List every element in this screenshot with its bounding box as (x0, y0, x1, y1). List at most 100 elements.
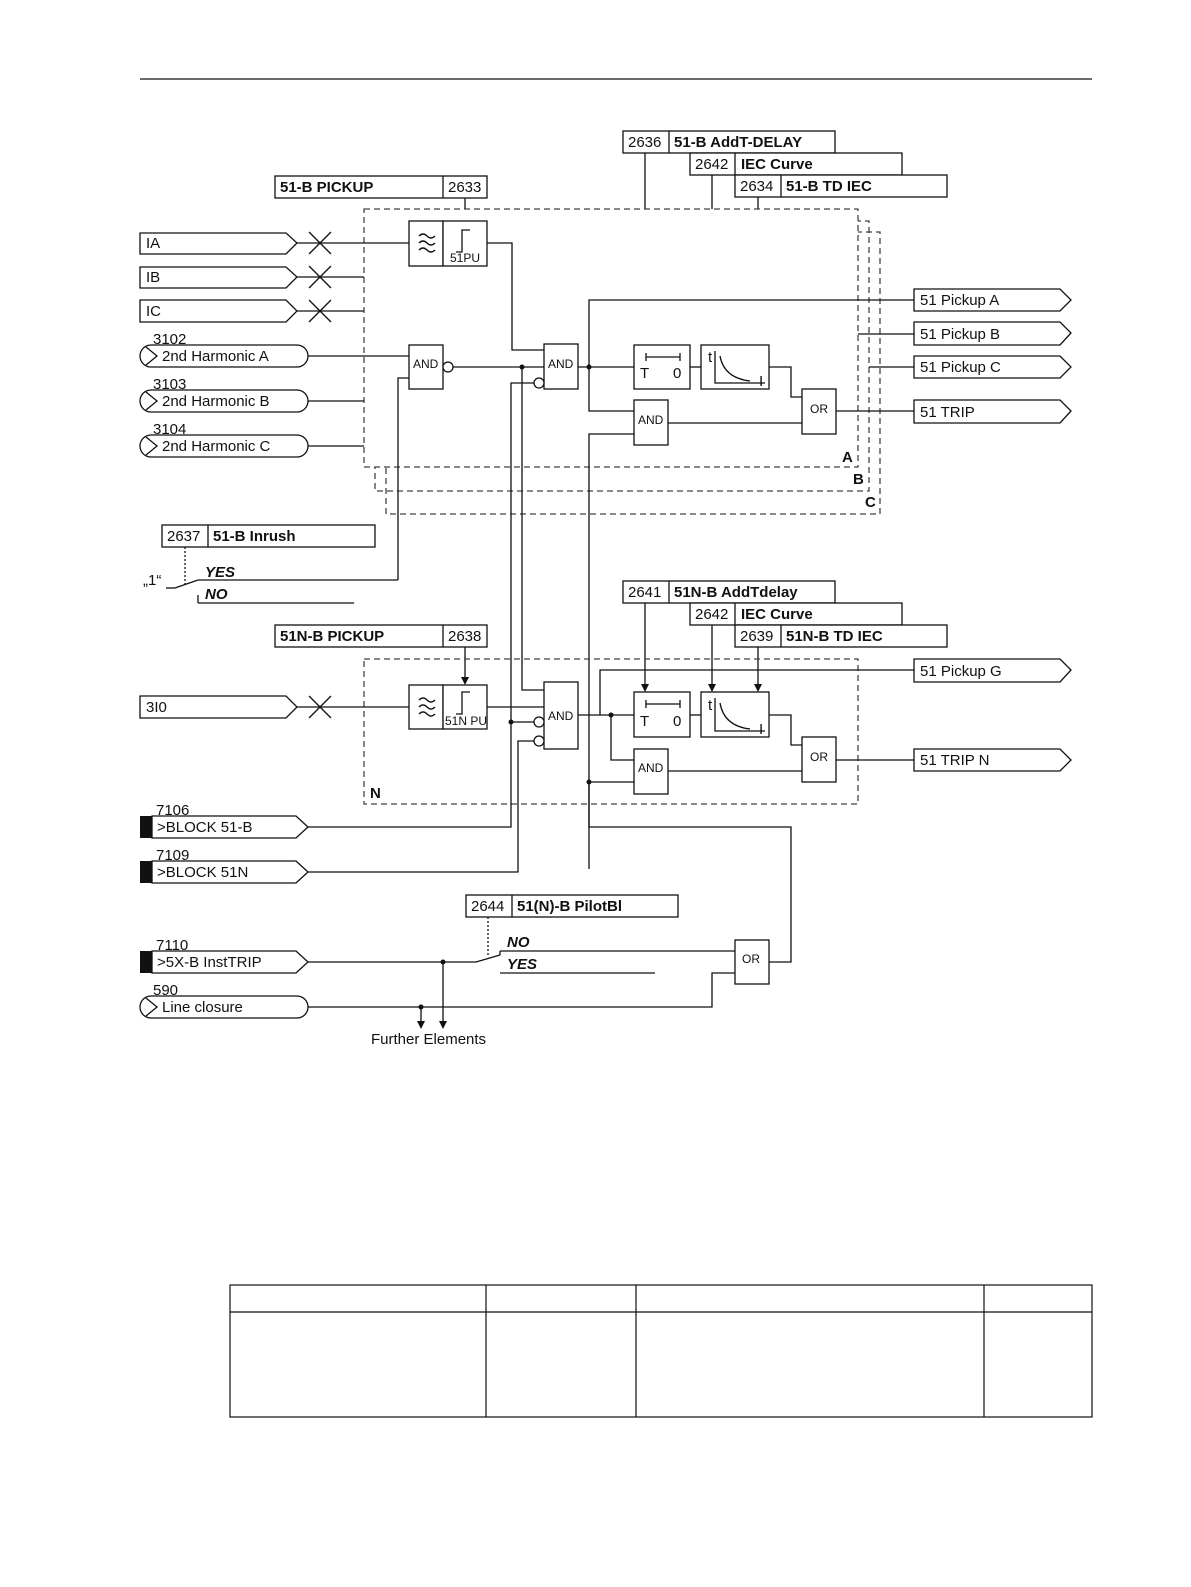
inrush-opt-yes: YES (205, 564, 235, 581)
phase-tag-b: B (853, 471, 864, 488)
svg-text:51 TRIP: 51 TRIP (920, 404, 975, 421)
svg-text:51N-B AddTdelay: 51N-B AddTdelay (674, 584, 798, 601)
svg-text:T: T (640, 365, 649, 382)
svg-text:51(N)-B PilotBl: 51(N)-B PilotBl (517, 898, 622, 915)
setting-51b-addt-delay: 2636 51-B AddT-DELAY (622, 130, 836, 154)
further-elements-label: Further Elements (371, 1031, 486, 1048)
pickup-threshold-block-n: 51N PU (442, 684, 488, 730)
frame-ground (363, 658, 859, 805)
svg-text:IEC Curve: IEC Curve (741, 156, 813, 173)
input-2nd-harmonic-a: 3102 2nd Harmonic A (139, 331, 309, 368)
output-51-pickup-a: 51 Pickup A (913, 288, 1072, 312)
svg-text:51-B Inrush: 51-B Inrush (213, 528, 296, 545)
svg-text:2641: 2641 (628, 584, 661, 601)
svg-text:51 Pickup B: 51 Pickup B (920, 326, 1000, 343)
svg-text:>BLOCK 51-B: >BLOCK 51-B (157, 819, 252, 836)
svg-text:AND: AND (638, 761, 664, 775)
and-gate-main-n: AND (533, 681, 579, 750)
svg-text:AND: AND (413, 357, 439, 371)
svg-text:51 Pickup A: 51 Pickup A (920, 292, 999, 309)
and-gate-inst-n: AND (633, 748, 669, 795)
setting-51n-b-td-iec: 2639 51N-B TD IEC (734, 624, 948, 648)
svg-text:2nd Harmonic B: 2nd Harmonic B (162, 393, 270, 410)
svg-text:51N PU: 51N PU (445, 714, 487, 728)
filter-block-n (408, 684, 444, 730)
input-ic: IC (139, 299, 298, 323)
setting-iec-curve: 2642 IEC Curve (689, 152, 903, 176)
svg-text:OR: OR (810, 402, 828, 416)
inverse-curve-block: t I (700, 344, 770, 390)
svg-text:0: 0 (673, 713, 681, 730)
svg-text:7109: 7109 (156, 847, 189, 864)
setting-51n-b-addtdelay: 2641 51N-B AddTdelay (622, 580, 836, 604)
setting-51b-pickup: 51-B PICKUP 2633 (274, 175, 488, 199)
timer-block-n: T 0 (633, 691, 691, 738)
svg-text:AND: AND (548, 709, 574, 723)
svg-text:2637: 2637 (167, 528, 200, 545)
setting-51b-inrush: 2637 51-B Inrush (161, 524, 376, 548)
svg-text:2nd Harmonic A: 2nd Harmonic A (162, 348, 269, 365)
pilot-opt-yes: YES (507, 956, 537, 973)
svg-text:51N-B PICKUP: 51N-B PICKUP (280, 628, 384, 645)
svg-text:51N-B TD IEC: 51N-B TD IEC (786, 628, 883, 645)
svg-text:7106: 7106 (156, 802, 189, 819)
svg-text:2644: 2644 (471, 898, 504, 915)
svg-text:AND: AND (548, 357, 574, 371)
constant-one: „1“ (143, 572, 161, 589)
svg-text:2nd Harmonic C: 2nd Harmonic C (162, 438, 271, 455)
svg-text:51 Pickup G: 51 Pickup G (920, 663, 1002, 680)
input-block-51n: 7109 >BLOCK 51N (140, 847, 309, 884)
phase-tag-n: N (370, 785, 381, 802)
input-5x-b-insttrip: 7110 >5X-B InstTRIP (140, 937, 309, 974)
and-gate-inrush: AND (408, 344, 454, 390)
svg-text:>BLOCK 51N: >BLOCK 51N (157, 864, 248, 881)
or-gate-pilot: OR (734, 939, 770, 985)
svg-text:AND: AND (638, 413, 664, 427)
input-block-51b: 7106 >BLOCK 51-B (140, 802, 309, 839)
and-gate-inst: AND (633, 399, 669, 446)
input-ia: IA (139, 232, 298, 255)
output-51-pickup-g: 51 Pickup G (913, 658, 1072, 683)
svg-text:t: t (708, 349, 713, 366)
output-51-pickup-c: 51 Pickup C (913, 355, 1072, 379)
svg-text:2642: 2642 (695, 606, 728, 623)
setting-51n-b-pilotbl: 2644 51(N)-B PilotBl (465, 894, 679, 918)
svg-text:IB: IB (146, 269, 160, 286)
svg-text:51-B AddT-DELAY: 51-B AddT-DELAY (674, 134, 802, 151)
svg-text:Line closure: Line closure (162, 999, 243, 1016)
svg-text:51-B PICKUP: 51-B PICKUP (280, 179, 373, 196)
input-3i0: 3I0 (139, 695, 298, 719)
svg-text:7110: 7110 (156, 937, 188, 954)
timer-block: T 0 (633, 344, 691, 390)
svg-text:OR: OR (810, 750, 828, 764)
svg-text:3102: 3102 (153, 331, 186, 348)
svg-text:51 TRIP N: 51 TRIP N (920, 752, 989, 769)
svg-text:0: 0 (673, 365, 681, 382)
svg-text:2638: 2638 (448, 628, 481, 645)
svg-text:2639: 2639 (740, 628, 773, 645)
output-51-trip-n: 51 TRIP N (913, 748, 1072, 772)
inrush-opt-no: NO (205, 586, 228, 603)
or-gate-trip-n: OR (801, 736, 837, 783)
pilot-opt-no: NO (507, 934, 530, 951)
svg-text:IA: IA (146, 235, 160, 252)
svg-text:I: I (759, 373, 763, 390)
empty-table (229, 1284, 1093, 1418)
setting-51n-b-pickup: 51N-B PICKUP 2638 (274, 624, 488, 648)
svg-text:IEC Curve: IEC Curve (741, 606, 813, 623)
inverse-curve-block-n: t I (700, 691, 770, 738)
input-ib: IB (139, 266, 298, 289)
svg-text:T: T (640, 713, 649, 730)
svg-text:2634: 2634 (740, 178, 773, 195)
svg-text:I: I (759, 721, 763, 738)
setting-iec-curve-n: 2642 IEC Curve (689, 602, 903, 626)
svg-text:OR: OR (742, 952, 760, 966)
input-2nd-harmonic-b: 3103 2nd Harmonic B (139, 376, 309, 413)
svg-text:51PU: 51PU (450, 251, 480, 265)
input-2nd-harmonic-c: 3104 2nd Harmonic C (139, 421, 309, 458)
phase-tag-c: C (865, 494, 876, 511)
filter-block (408, 220, 444, 267)
setting-51b-td-iec: 2634 51-B TD IEC (734, 174, 948, 198)
svg-text:590: 590 (153, 982, 178, 999)
